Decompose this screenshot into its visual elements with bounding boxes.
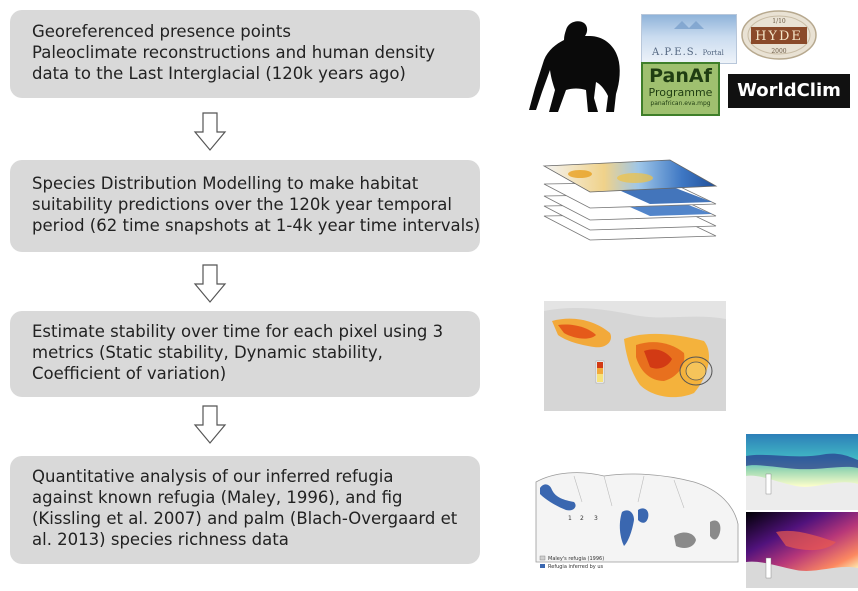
step-4-line-4: al. 2013) species richness data: [32, 530, 289, 549]
step-box-1: Georeferenced presence points Paleoclima…: [10, 10, 480, 98]
map-layer-1: [542, 159, 718, 193]
step-4-line-3: (Kissling et al. 2007) and palm (Blach-O…: [32, 509, 458, 528]
hyde-logo-text: HYDE: [755, 29, 803, 44]
svg-text:2: 2: [580, 515, 584, 522]
apes-portal-logo: A.P.E.S. Portal: [641, 14, 737, 64]
step-2-line-1: Species Distribution Modelling to make h…: [32, 174, 419, 193]
stacked-time-snapshot-maps: [542, 159, 718, 241]
svg-text:1: 1: [568, 515, 572, 522]
step-3-line-3: Coefficient of variation): [32, 364, 227, 383]
legend-maley-label: Maley's refugia (1996): [548, 556, 604, 562]
apes-logo-text: A.P.E.S.: [652, 47, 699, 58]
fig-richness-raster: [746, 434, 858, 510]
hyde-logo: HYDE 1/10 2000: [741, 10, 817, 60]
panaf-logo-subtext: Programme: [648, 86, 713, 99]
chimpanzee-silhouette-icon: [529, 21, 620, 112]
step-box-3: Estimate stability over time for each pi…: [10, 311, 480, 397]
down-arrow-icon: [193, 264, 227, 303]
svg-text:3: 3: [594, 515, 598, 522]
step-1-line-3: data to the Last Interglacial (120k year…: [32, 64, 406, 83]
palm-richness-raster: [746, 512, 858, 588]
stability-map: [544, 301, 726, 411]
step-4-line-1: Quantitative analysis of our inferred re…: [32, 467, 394, 486]
step-box-4: Quantitative analysis of our inferred re…: [10, 456, 480, 564]
panaf-logo-url: panafrican.eva.mpg: [650, 100, 711, 107]
panaf-programme-logo: PanAf Programme panafrican.eva.mpg: [641, 62, 720, 116]
step-3-line-1: Estimate stability over time for each pi…: [32, 322, 444, 341]
step-box-2: Species Distribution Modelling to make h…: [10, 160, 480, 252]
down-arrow-icon: [193, 112, 227, 151]
step-1-line-1: Georeferenced presence points: [32, 22, 291, 41]
legend-inferred-label: Refugia inferred by us: [548, 564, 604, 570]
down-arrow-icon: [193, 405, 227, 444]
step-2-line-3: period (62 time snapshots at 1-4k year t…: [32, 216, 481, 235]
hyde-logo-bottom-text: 2000: [771, 48, 786, 55]
apes-logo-subtext: Portal: [702, 49, 724, 57]
worldclim-logo: WorldClim: [728, 74, 850, 108]
refugia-map: 1 2 3 Maley's refugia (1996) Refugia inf…: [534, 462, 742, 580]
step-4-line-2: against known refugia (Maley, 1996), and…: [32, 488, 403, 507]
hyde-logo-top-text: 1/10: [772, 18, 786, 25]
step-1-line-2: Paleoclimate reconstructions and human d…: [32, 43, 436, 62]
step-2-line-2: suitability predictions over the 120k ye…: [32, 195, 453, 214]
apes-emblem-icon: [674, 21, 704, 29]
panaf-logo-text: PanAf: [649, 65, 712, 87]
step-3-line-2: metrics (Static stability, Dynamic stabi…: [32, 343, 383, 362]
